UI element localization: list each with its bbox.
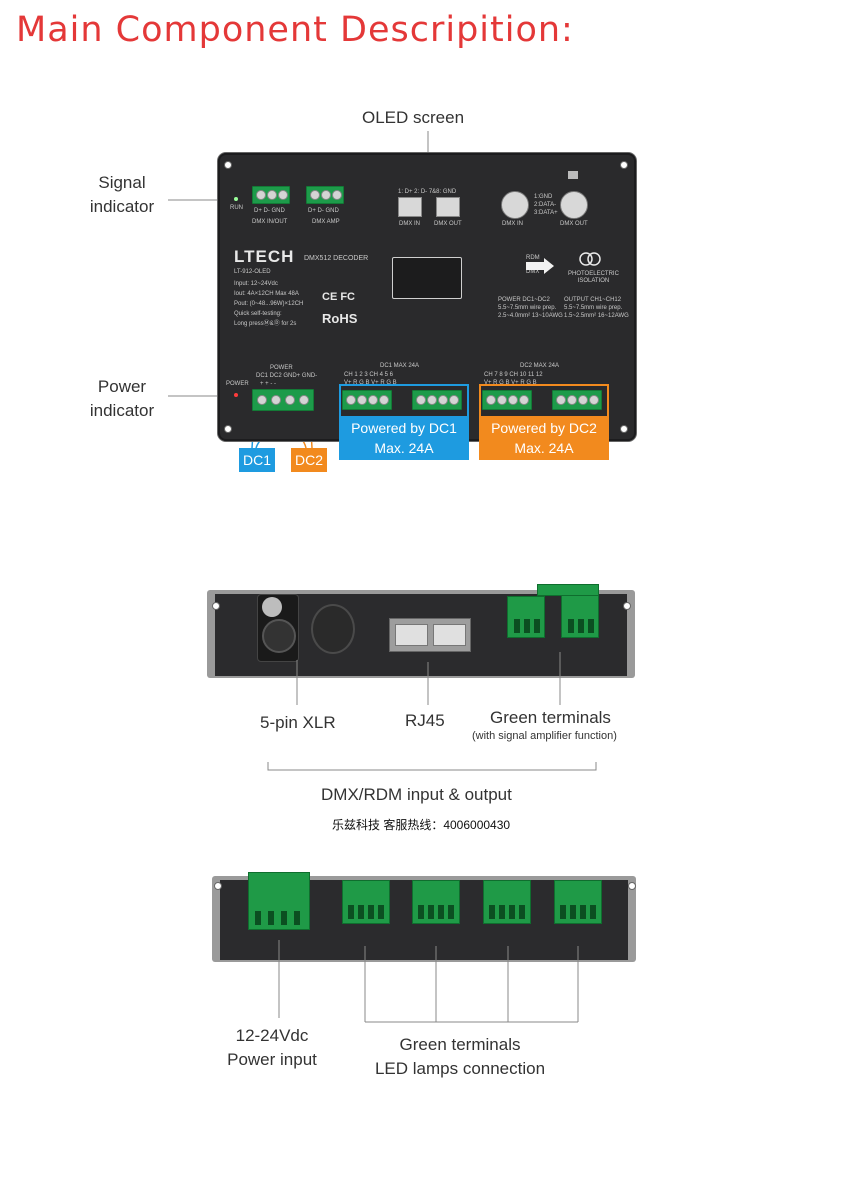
xlr-pin-note: 1:GND 2:DATA- 3:DATA+ xyxy=(534,194,558,216)
decoder-front-panel: RUN D+ D- GND DMX IN/OUT D+ D- GND DMX A… xyxy=(218,153,636,441)
mount-hole xyxy=(224,161,232,169)
side-callout-lines xyxy=(267,652,597,771)
mount-hole xyxy=(623,602,631,610)
dmx-amp-terminal[interactable] xyxy=(306,186,344,204)
dc1-tag: DC1 xyxy=(239,448,275,472)
mount-hole xyxy=(214,882,222,890)
dc2-tag: DC2 xyxy=(291,448,327,472)
spec-block: Input: 12~24Vdc Iout: 4A×12CH Max 48A Po… xyxy=(234,281,304,327)
rj45-connectors[interactable] xyxy=(389,618,471,652)
mount-hole xyxy=(620,425,628,433)
photo-isolation-icon xyxy=(579,252,601,266)
page-title: Main Component Descripition: xyxy=(16,10,574,50)
power-indicator-label: Power indicator xyxy=(89,377,155,420)
dc1-header: DC1 MAX 24A xyxy=(380,363,420,369)
photo-isolation-label: PHOTOELECTRIC ISOLATION xyxy=(568,271,619,284)
power-header: POWER xyxy=(270,365,293,371)
led-connection-label: Green terminals LED lamps connection xyxy=(374,1035,546,1078)
ch4-6-output-terminal[interactable] xyxy=(412,390,462,410)
power-input-terminal[interactable] xyxy=(252,389,314,411)
signal-led xyxy=(234,197,238,201)
mount-hole xyxy=(224,425,232,433)
oled-screen xyxy=(392,257,462,299)
power-label: POWER xyxy=(226,381,249,387)
amplifier-note: (with signal amplifier function) xyxy=(472,730,617,742)
decoder-side-view xyxy=(207,584,635,680)
output-wire-spec: OUTPUT CH1~CH12 5.5~7.5mm wire prep. 1.5… xyxy=(564,297,629,319)
mount-hole xyxy=(620,161,628,169)
dc2-channels: CH 7 8 9 CH 10 11 12 xyxy=(484,372,543,378)
rj-pin-note: 1: D+ 2: D- 7&8: GND xyxy=(398,189,457,195)
xlr-in-port[interactable] xyxy=(501,191,529,219)
dc1-pins: V+ R G B V+ R G B xyxy=(344,380,397,386)
xlr-connector-in[interactable] xyxy=(257,594,299,662)
rj-in-label: DMX IN xyxy=(399,221,420,227)
xlr-out-port[interactable] xyxy=(560,191,588,219)
model-number: LT-912-OLED xyxy=(234,269,271,275)
xlr-label: 5-pin XLR xyxy=(260,713,336,732)
arrow-right-icon xyxy=(526,258,554,274)
oled-screen-label: OLED screen xyxy=(362,108,465,127)
mount-hole xyxy=(628,882,636,890)
dmx-green-terminal-2[interactable] xyxy=(561,588,599,638)
rj45-out-port[interactable] xyxy=(436,197,460,217)
xlr-in-label: DMX IN xyxy=(502,221,523,227)
rohs-mark: RoHS xyxy=(322,311,358,326)
powered-by-dc2-tag: Powered by DC2 Max. 24A xyxy=(479,416,609,460)
dc2-header: DC2 MAX 24A xyxy=(520,363,560,369)
rj45-in-port[interactable] xyxy=(398,197,422,217)
dmx-in-out-terminal[interactable] xyxy=(252,186,290,204)
run-label: RUN xyxy=(230,205,243,211)
mount-hole xyxy=(212,602,220,610)
led-green-terminal-3[interactable] xyxy=(483,880,531,924)
bottom-callout-lines xyxy=(278,940,579,1023)
hotline-text: 乐兹科技 客服热线：4006000430 xyxy=(332,818,511,832)
dc2-pins: V+ R G B V+ R G B xyxy=(484,380,537,386)
signal-indicator-label: Signal indicator xyxy=(89,173,155,216)
brand-logo: LTECH xyxy=(234,247,295,266)
ch10-12-output-terminal[interactable] xyxy=(552,390,602,410)
power-led xyxy=(234,393,238,397)
terminal-top xyxy=(537,584,599,596)
led-green-terminal-2[interactable] xyxy=(412,880,460,924)
dc1-channels: CH 1 2 3 CH 4 5 6 xyxy=(344,372,394,378)
ce-fc-mark: CE FC xyxy=(322,291,355,303)
rj45-label: RJ45 xyxy=(405,711,445,730)
xlr-connector-out[interactable] xyxy=(311,604,355,654)
dmx-in-out-pins: D+ D- GND xyxy=(254,208,285,214)
ch7-9-output-terminal[interactable] xyxy=(482,390,532,410)
power-signs: + + - - xyxy=(260,381,277,387)
dmx-amp-pins: D+ D- GND xyxy=(308,208,339,214)
dmx-green-terminal-1[interactable] xyxy=(507,596,545,638)
rj-out-label: DMX OUT xyxy=(434,221,462,227)
status-icon xyxy=(568,171,578,179)
green-terminals-label: Green terminals xyxy=(490,708,611,727)
power-wire-spec: POWER DC1~DC2 5.5~7.5mm wire prep. 2.5~4… xyxy=(498,297,563,319)
led-green-terminal-1[interactable] xyxy=(342,880,390,924)
dmx-label: DMX xyxy=(526,269,540,275)
ch1-3-output-terminal[interactable] xyxy=(342,390,392,410)
power-pins: DC1 DC2 GND+ GND- xyxy=(256,373,318,379)
dmx-amp-label: DMX AMP xyxy=(312,219,340,225)
decoder-bottom-view xyxy=(212,872,636,964)
powered-by-dc1-tag: Powered by DC1 Max. 24A xyxy=(339,416,469,460)
power-input-label: 12-24Vdc Power input xyxy=(227,1026,317,1069)
model-name: DMX512 DECODER xyxy=(304,255,369,262)
dmx-rdm-label: DMX/RDM input & output xyxy=(321,785,512,804)
power-input-green-terminal[interactable] xyxy=(248,872,310,930)
xlr-out-label: DMX OUT xyxy=(560,221,588,227)
dmx-in-out-label: DMX IN/OUT xyxy=(252,219,288,225)
rdm-label: RDM xyxy=(526,255,540,261)
led-green-terminal-4[interactable] xyxy=(554,880,602,924)
